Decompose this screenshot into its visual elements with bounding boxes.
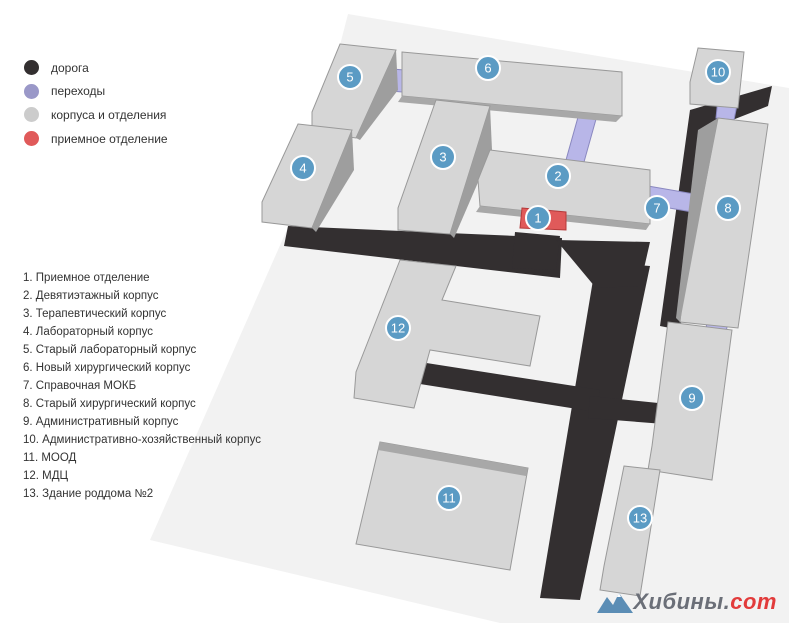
list-item: 6. Новый хирургический корпус — [23, 362, 191, 374]
building-13 — [599, 465, 661, 597]
building-marker-7[interactable]: 7 — [644, 195, 670, 221]
legend-item-road: дорога — [24, 56, 168, 80]
building-marker-12[interactable]: 12 — [385, 315, 411, 341]
building-marker-4[interactable]: 4 — [290, 155, 316, 181]
marker-circle — [627, 505, 653, 531]
list-item: 10. Административно-хозяйственный корпус — [23, 434, 261, 446]
marker-circle — [679, 385, 705, 411]
legend-item-buildings: корпуса и отделения — [24, 103, 168, 127]
marker-circle — [644, 195, 670, 221]
road-main — [540, 262, 650, 600]
marker-circle — [545, 163, 571, 189]
building-marker-11[interactable]: 11 — [436, 485, 462, 511]
marker-label: 6 — [484, 61, 491, 76]
list-item: 12. МДЦ — [23, 470, 69, 482]
marker-label: 1 — [534, 211, 541, 226]
road-lower-cross — [588, 396, 668, 424]
building-marker-8[interactable]: 8 — [715, 195, 741, 221]
list-item: 1. Приемное отделение — [23, 272, 150, 284]
roads — [284, 86, 772, 600]
building-12 — [353, 259, 541, 409]
marker-circle — [715, 195, 741, 221]
legend-label: приемное отделение — [51, 131, 168, 146]
building-marker-6[interactable]: 6 — [475, 55, 501, 81]
marker-circle — [705, 59, 731, 85]
marker-circle — [290, 155, 316, 181]
legend-label: дорога — [51, 60, 89, 75]
building-marker-10[interactable]: 10 — [705, 59, 731, 85]
legend-item-passages: переходы — [24, 80, 168, 104]
list-item: 5. Старый лабораторный корпус — [23, 344, 197, 356]
road-mid-cross — [420, 362, 600, 412]
building-marker-3[interactable]: 3 — [430, 144, 456, 170]
watermark: Хибины.com — [597, 589, 777, 615]
legend: дорога переходы корпуса и отделения прие… — [24, 56, 168, 150]
building-marker-2[interactable]: 2 — [545, 163, 571, 189]
marker-circle — [475, 55, 501, 81]
marker-circle — [337, 64, 363, 90]
list-item: 2. Девятиэтажный корпус — [23, 290, 159, 302]
marker-label: 13 — [633, 511, 647, 526]
list-item: 13. Здание роддома №2 — [23, 488, 154, 500]
marker-circle — [385, 315, 411, 341]
list-item: 8. Старый хирургический корпус — [23, 398, 196, 410]
list-item: 7. Справочная МОКБ — [23, 380, 137, 392]
marker-label: 10 — [711, 65, 725, 80]
marker-circle — [430, 144, 456, 170]
building-marker-1[interactable]: 1 — [525, 205, 551, 231]
marker-label: 11 — [442, 491, 456, 506]
mountain-icon — [597, 593, 634, 613]
marker-label: 8 — [724, 201, 731, 216]
marker-label: 5 — [346, 70, 353, 85]
building-dot-icon — [24, 107, 39, 123]
list-item: 4. Лабораторный корпус — [23, 326, 153, 338]
passage-dot-icon — [24, 83, 39, 99]
list-item: 11. МООД — [23, 452, 77, 464]
road-center-branch — [512, 232, 560, 270]
legend-item-reception: приемное отделение — [24, 127, 168, 151]
marker-label: 2 — [554, 169, 561, 184]
marker-label: 12 — [391, 321, 405, 336]
road-dot-icon — [24, 60, 39, 76]
legend-label: переходы — [51, 84, 106, 99]
marker-label: 7 — [653, 201, 660, 216]
list-item: 9. Административный корпус — [23, 416, 179, 428]
road-west — [284, 226, 562, 278]
building-marker-5[interactable]: 5 — [337, 64, 363, 90]
legend-label: корпуса и отделения — [51, 107, 167, 122]
marker-label: 9 — [688, 391, 695, 406]
building-8 — [676, 117, 769, 329]
watermark-dot: . — [723, 589, 731, 614]
reception-dot-icon — [24, 131, 39, 147]
marker-label: 4 — [299, 161, 306, 176]
road-diagonal — [556, 240, 650, 288]
marker-circle — [436, 485, 462, 511]
watermark-tld: com — [730, 589, 777, 614]
marker-circle — [525, 205, 551, 231]
marker-label: 3 — [439, 150, 446, 165]
building-marker-9[interactable]: 9 — [679, 385, 705, 411]
building-list: 1. Приемное отделение 2. Девятиэтажный к… — [23, 269, 261, 503]
building-marker-13[interactable]: 13 — [627, 505, 653, 531]
watermark-main: Хибины — [633, 589, 724, 614]
list-item: 3. Терапевтический корпус — [23, 308, 167, 320]
